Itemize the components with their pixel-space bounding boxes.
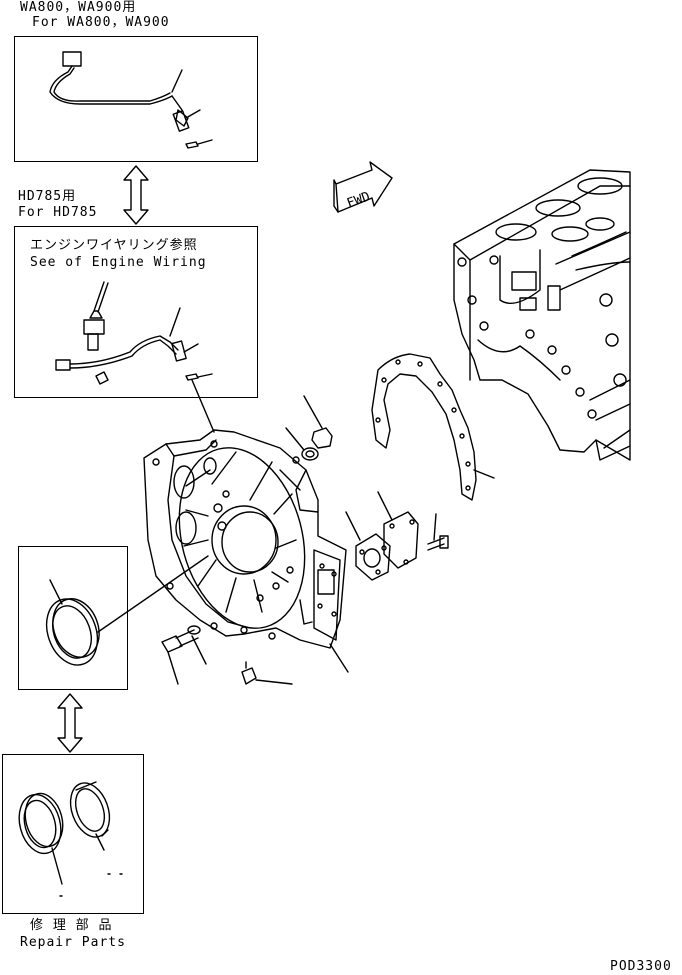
- repair-sleeve: [69, 781, 111, 851]
- hd-speed-sensor: [55, 281, 213, 385]
- drawing-code: POD3300: [610, 959, 672, 974]
- washer: [285, 427, 319, 461]
- mounting-bolt: [161, 629, 199, 685]
- double-arrow-bottom: [57, 693, 83, 753]
- oil-seal: [45, 579, 100, 666]
- fwd-arrow: [333, 161, 393, 213]
- gasket: [371, 353, 495, 501]
- hd-label-en: For HD785: [18, 205, 98, 220]
- seal-leader: [97, 555, 209, 633]
- engine-block: [453, 169, 631, 461]
- wa-label-jp: WA800，WA900用: [20, 0, 137, 15]
- cover-bolt: [427, 513, 449, 551]
- plug: [303, 395, 333, 449]
- drain-plug: [241, 661, 293, 685]
- seal-box: [18, 546, 128, 690]
- repair-ref-marks: [59, 873, 123, 897]
- sensor-leader: [191, 379, 215, 433]
- cover-plate: [377, 491, 419, 569]
- flywheel-housing: [143, 429, 349, 673]
- hd-label-jp: HD785用: [18, 189, 77, 204]
- hd-sensor-box: [14, 226, 258, 398]
- double-arrow-top: [123, 165, 149, 225]
- repair-label-jp: 修 理 部 品: [30, 918, 113, 933]
- repair-label-en: Repair Parts: [20, 935, 126, 950]
- wa-sensor-box: [14, 36, 258, 162]
- fwd-text: FWD: [345, 189, 372, 211]
- repair-parts-box: [2, 754, 144, 914]
- bolt-washer: [187, 625, 207, 665]
- wa-label-en: For WA800，WA900: [32, 15, 170, 30]
- wiring-label-jp: エンジンワイヤリング参照: [30, 238, 198, 253]
- wa-speed-sensor: [49, 51, 213, 149]
- wiring-label-en: See of Engine Wiring: [30, 255, 207, 270]
- repair-seal: [18, 792, 64, 885]
